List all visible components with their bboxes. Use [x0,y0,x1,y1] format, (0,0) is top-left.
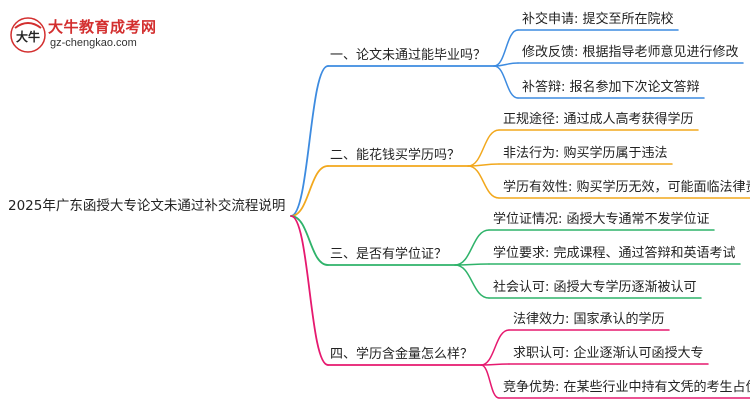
logo-mark-text: 大牛 [16,29,40,44]
root-connector-2 [290,165,329,217]
branch-label-1: 一、论文未通过能毕业吗？ [330,48,487,63]
leaf-connector-3-1 [454,229,490,266]
leaf-connector-3-3 [454,264,490,299]
root-connector-4 [290,215,329,366]
leaf-2-1: 正规途径: 通过成人高考获得学历 [503,112,694,127]
leaf-1-3: 补答辩: 报名参加下次论文答辩 [522,80,700,95]
leaf-4-3: 竞争优势: 在某些行业中持有文凭的考生占优势 [503,380,750,395]
logo-url: gz-chengkao.com [50,37,137,49]
leaf-2-2: 非法行为: 购买学历属于违法 [503,146,668,161]
site-logo: 大牛 大牛教育成考网 gz-chengkao.com [8,14,178,54]
root-connector-1 [290,65,329,217]
leaf-connector-4-3 [480,364,500,399]
leaf-1-2: 修改反馈: 根据指导老师意见进行修改 [522,45,739,60]
logo-title: 大牛教育成考网 [48,18,157,36]
leaf-1-1: 补交申请: 提交至所在院校 [522,12,674,27]
leaf-connector-4-2 [480,363,510,366]
leaf-3-3: 社会认可: 函授大专学历逐渐被认可 [493,280,697,295]
leaf-3-2: 学位要求: 完成课程、通过答辩和英语考试 [493,246,736,261]
leaf-connector-4-1 [480,329,510,366]
leaf-2-3: 学历有效性: 购买学历无效，可能面临法律责任 [503,180,750,195]
leaf-3-1: 学位证情况: 函授大专通常不发学位证 [493,212,710,227]
logo-mark-icon: 大牛 [10,17,46,53]
root-connector-3 [290,215,329,266]
root-topic: 2025年广东函授大专论文未通过补交流程说明 [8,198,286,214]
leaf-connector-1-1 [493,29,519,67]
leaf-4-1: 法律效力: 国家承认的学历 [513,312,665,327]
branch-label-4: 四、学历含金量怎么样？ [330,347,474,362]
branch-label-3: 三、是否有学位证？ [330,247,448,262]
leaf-connector-2-1 [467,129,500,167]
branch-label-2: 二、能花钱买学历吗？ [330,148,461,163]
leaf-connector-2-3 [467,165,500,199]
leaf-connector-1-3 [493,65,519,99]
leaf-4-2: 求职认可: 企业逐渐认可函授大专 [513,346,704,361]
